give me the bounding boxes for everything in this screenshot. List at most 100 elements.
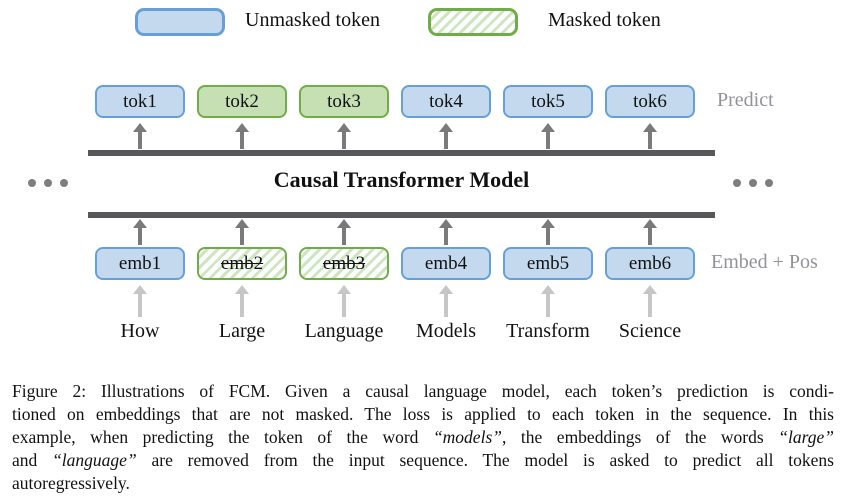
up-arrow-icon <box>439 285 453 317</box>
input-word-models: Models <box>416 320 476 342</box>
arrow-stem <box>138 228 142 245</box>
word-to-embedding-arrows <box>95 285 695 317</box>
arrow-stem <box>648 228 652 245</box>
caption-italic-word: “models” <box>432 427 502 447</box>
arrow-head <box>643 285 657 294</box>
arrow-stem <box>240 228 244 245</box>
caption-line: autoregressively. <box>12 472 834 495</box>
embedding-box-emb2: emb2 <box>197 247 287 280</box>
caption-text: are removed from the input sequence. The… <box>136 450 834 470</box>
arrow-stem <box>138 294 142 317</box>
arrow-stem <box>240 132 244 149</box>
model-title: Causal Transformer Model <box>273 167 530 192</box>
embedding-row: emb1 emb2 emb3 emb4 emb5 emb6 <box>95 247 695 280</box>
arrow-slot <box>95 123 185 149</box>
arrow-head <box>337 285 351 294</box>
arrow-slot <box>503 285 593 317</box>
arrow-head <box>439 285 453 294</box>
unmasked-token-legend-label: Unmasked token <box>245 9 380 31</box>
caption-line: Figure 2: Illustrations of FCM. Given a … <box>12 380 834 403</box>
arrow-stem <box>546 132 550 149</box>
input-word-science: Science <box>618 320 682 342</box>
arrow-slot <box>95 285 185 317</box>
arrow-slot <box>503 219 593 245</box>
caption-line: and “language” are removed from the inpu… <box>12 449 834 472</box>
arrow-head <box>643 219 657 228</box>
up-arrow-icon <box>235 123 249 149</box>
arrow-stem <box>444 132 448 149</box>
up-arrow-icon <box>133 123 147 149</box>
arrow-head <box>133 219 147 228</box>
figure-caption: Figure 2: Illustrations of FCM. Given a … <box>12 380 834 495</box>
up-arrow-icon <box>133 219 147 245</box>
arrow-head <box>235 285 249 294</box>
embedding-to-model-arrows <box>95 219 695 245</box>
arrow-stem <box>648 294 652 317</box>
arrow-head <box>541 219 555 228</box>
up-arrow-icon <box>541 219 555 245</box>
arrow-slot <box>197 285 287 317</box>
arrow-slot <box>503 123 593 149</box>
arrow-head <box>337 123 351 132</box>
input-word-large: Large <box>218 320 266 342</box>
up-arrow-icon <box>643 123 657 149</box>
token-box-tok3: tok3 <box>299 85 389 118</box>
arrow-head <box>133 285 147 294</box>
embedding-box-emb1: emb1 <box>95 247 185 280</box>
masked-token-swatch <box>428 8 518 36</box>
arrow-stem <box>342 294 346 317</box>
ellipsis-left-icon <box>28 179 68 187</box>
ellipsis-right-icon <box>733 179 773 187</box>
arrow-slot <box>95 219 185 245</box>
model-to-token-arrows <box>95 123 695 149</box>
dot-icon <box>28 179 36 187</box>
arrow-stem <box>444 228 448 245</box>
up-arrow-icon <box>337 123 351 149</box>
token-box-tok5: tok5 <box>503 85 593 118</box>
arrow-slot <box>401 285 491 317</box>
arrow-slot <box>605 285 695 317</box>
arrow-slot <box>197 219 287 245</box>
unmasked-token-swatch <box>135 8 225 36</box>
arrow-slot <box>197 123 287 149</box>
embedding-box-emb5: emb5 <box>503 247 593 280</box>
caption-text: tioned on embeddings that are not masked… <box>12 404 834 424</box>
caption-italic-word: “large” <box>778 427 834 447</box>
arrow-slot <box>401 219 491 245</box>
caption-text: and <box>12 450 53 470</box>
up-arrow-icon <box>643 285 657 317</box>
caption-text: Figure 2: Illustrations of FCM. Given a … <box>12 381 834 401</box>
up-arrow-icon <box>439 123 453 149</box>
arrow-slot <box>605 123 695 149</box>
embedding-box-emb4: emb4 <box>401 247 491 280</box>
token-box-tok4: tok4 <box>401 85 491 118</box>
dot-icon <box>44 179 52 187</box>
arrow-stem <box>546 294 550 317</box>
arrow-slot <box>605 219 695 245</box>
embedding-box-emb6: emb6 <box>605 247 695 280</box>
up-arrow-icon <box>337 285 351 317</box>
input-word-how: How <box>120 320 160 342</box>
caption-text: example, when predicting the token of th… <box>12 427 433 447</box>
arrow-head <box>541 285 555 294</box>
transformer-bar-top <box>88 150 715 156</box>
arrow-stem <box>342 132 346 149</box>
dot-icon <box>60 179 68 187</box>
input-word-transform: Transform <box>506 320 590 342</box>
caption-text: , the embeddings of the words <box>501 427 779 447</box>
arrow-head <box>439 123 453 132</box>
transformer-bar-bottom <box>88 212 715 218</box>
arrow-slot <box>299 123 389 149</box>
embedding-box-emb3: emb3 <box>299 247 389 280</box>
up-arrow-icon <box>235 219 249 245</box>
up-arrow-icon <box>235 285 249 317</box>
dot-icon <box>749 179 757 187</box>
arrow-head <box>541 123 555 132</box>
dot-icon <box>765 179 773 187</box>
arrow-stem <box>444 294 448 317</box>
up-arrow-icon <box>133 285 147 317</box>
up-arrow-icon <box>541 285 555 317</box>
embed-pos-side-label: Embed + Pos <box>711 251 818 273</box>
